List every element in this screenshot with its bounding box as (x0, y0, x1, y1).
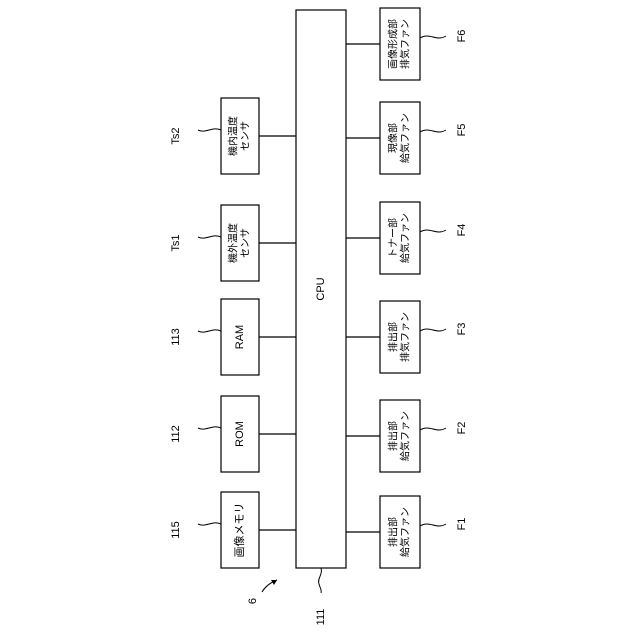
block-outside-temp-sensor: 機外温度センサ Ts1 (170, 205, 296, 281)
ram-ref: 113 (170, 328, 182, 346)
output-supply-fan-2-label-1: 給気ファン (399, 411, 412, 461)
outside-temp-sensor-ref-leader (198, 236, 221, 238)
block-image-memory: 画像メモリ 115 (170, 492, 296, 568)
image-forming-exhaust-fan-label-0: 画像形成部 (387, 19, 400, 69)
output-supply-fan-ref: F1 (456, 518, 468, 531)
block-ram: RAM 113 (170, 299, 296, 375)
figure-ref: 6 (247, 598, 259, 604)
image-memory-label-0: 画像メモリ (233, 503, 246, 558)
developer-supply-fan-label-1: 給気ファン (399, 113, 412, 163)
image-memory-ref: 115 (170, 521, 182, 539)
cpu-ref: 111 (315, 609, 327, 626)
block-developer-supply-fan: 現像部給気ファン F5 (346, 102, 468, 174)
block-image-forming-exhaust-fan: 画像形成部排気ファン F6 (346, 8, 468, 80)
developer-supply-fan-label-0: 現像部 (387, 123, 400, 153)
image-forming-exhaust-fan-ref: F6 (456, 30, 468, 43)
output-supply-fan-2-ref-leader (420, 428, 446, 430)
inside-temp-sensor-ref: Ts2 (170, 127, 182, 144)
rom-ref-leader (198, 427, 221, 429)
developer-supply-fan-ref: F5 (456, 124, 468, 137)
block-output-exhaust-fan: 排出部排気ファン F3 (346, 301, 468, 373)
toner-supply-fan-ref-leader (420, 230, 446, 232)
image-forming-exhaust-fan-ref-leader (420, 36, 446, 38)
output-supply-fan-2-label-0: 排出部 (387, 421, 400, 451)
cpu-ref-leader (319, 568, 322, 593)
block-rom: ROM 112 (170, 396, 296, 472)
toner-supply-fan-ref: F4 (456, 224, 468, 237)
output-supply-fan-label-1: 給気ファン (399, 507, 412, 557)
output-supply-fan-ref-leader (420, 524, 446, 526)
inside-temp-sensor-ref-leader (198, 129, 221, 131)
ram-label-0: RAM (234, 325, 246, 349)
rom-label-0: ROM (234, 421, 246, 447)
toner-supply-fan-label-0: トナー部 (387, 218, 400, 258)
block-output-supply-fan: 排出部給気ファン F1 (346, 496, 468, 568)
image-forming-exhaust-fan-label-1: 排気ファン (399, 19, 412, 69)
output-exhaust-fan-label-1: 排気ファン (399, 312, 412, 362)
block-inside-temp-sensor: 機内温度センサ Ts2 (170, 98, 296, 174)
outside-temp-sensor-ref: Ts1 (170, 234, 182, 251)
rom-ref: 112 (170, 425, 182, 443)
output-exhaust-fan-ref-leader (420, 329, 446, 331)
inside-temp-sensor-label-1: センサ (240, 121, 252, 151)
inside-temp-sensor-label-0: 機内温度 (227, 116, 240, 156)
developer-supply-fan-ref-leader (420, 130, 446, 132)
toner-supply-fan-label-1: 給気ファン (399, 213, 412, 263)
block-output-supply-fan-2: 排出部給気ファン F2 (346, 400, 468, 472)
cpu-label: CPU (315, 277, 327, 300)
output-supply-fan-label-0: 排出部 (387, 517, 400, 547)
outside-temp-sensor-label-1: センサ (240, 228, 252, 258)
block-toner-supply-fan: トナー部給気ファン F4 (346, 202, 468, 274)
outside-temp-sensor-label-0: 機外温度 (227, 223, 240, 263)
output-supply-fan-2-ref: F2 (456, 422, 468, 435)
ram-ref-leader (198, 330, 221, 332)
output-exhaust-fan-ref: F3 (456, 323, 468, 336)
output-exhaust-fan-label-0: 排出部 (387, 322, 400, 352)
image-memory-ref-leader (198, 523, 221, 525)
